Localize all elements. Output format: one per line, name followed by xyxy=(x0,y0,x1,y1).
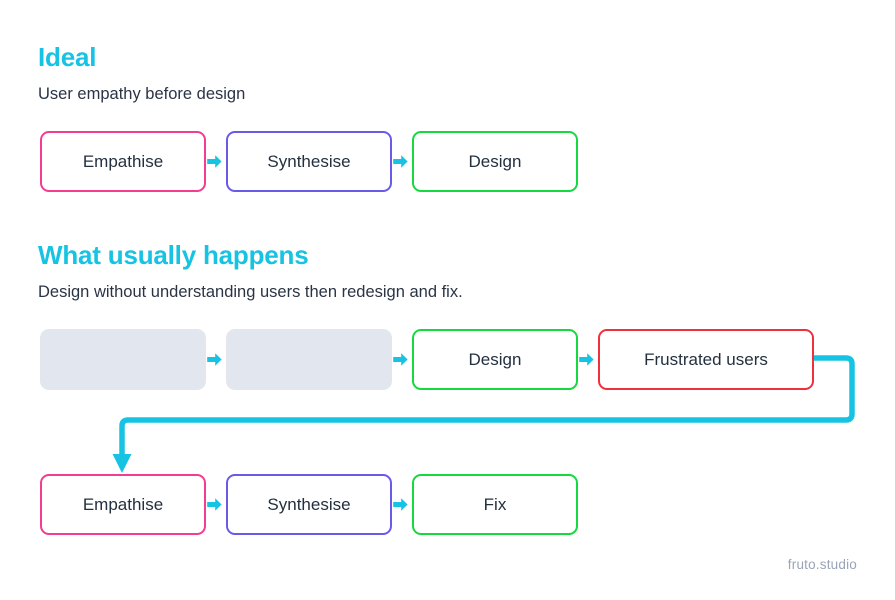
step-box-design-actual[interactable]: Design xyxy=(412,329,578,390)
footer-watermark: fruto.studio xyxy=(787,557,857,572)
step-box-empathise-ideal[interactable]: Empathise xyxy=(40,131,206,192)
section-subtitle-what-usually-happens: Design without understanding users then … xyxy=(38,283,463,301)
arrow-right-icon xyxy=(392,496,409,513)
step-box-empathise-fix[interactable]: Empathise xyxy=(40,474,206,535)
step-label: Frustrated users xyxy=(644,350,768,369)
step-label: Empathise xyxy=(82,152,164,171)
arrow-right-icon xyxy=(392,351,409,368)
arrow-right-icon xyxy=(392,153,409,170)
step-label: Synthesise xyxy=(267,152,351,171)
step-box-frustrated-users[interactable]: Frustrated users xyxy=(598,329,814,390)
step-label: Empathise xyxy=(82,495,164,514)
step-box-synthesise-ideal[interactable]: Synthesise xyxy=(226,131,392,192)
step-box-placeholder-2[interactable] xyxy=(226,329,392,390)
arrow-right-icon xyxy=(578,351,595,368)
step-label: Fix xyxy=(483,495,507,514)
step-label: Design xyxy=(468,152,522,171)
arrow-right-icon xyxy=(206,496,223,513)
step-box-synthesise-fix[interactable]: Synthesise xyxy=(226,474,392,535)
step-label: Design xyxy=(468,350,522,369)
arrow-right-icon xyxy=(206,153,223,170)
section-title-ideal: Ideal xyxy=(38,42,97,72)
section-title-what-usually-happens: What usually happens xyxy=(38,240,309,270)
step-label: Synthesise xyxy=(267,495,351,514)
step-box-design-ideal[interactable]: Design xyxy=(412,131,578,192)
step-box-fix[interactable]: Fix xyxy=(412,474,578,535)
arrow-right-icon xyxy=(206,351,223,368)
section-subtitle-ideal: User empathy before design xyxy=(38,85,246,103)
step-box-placeholder-1[interactable] xyxy=(40,329,206,390)
